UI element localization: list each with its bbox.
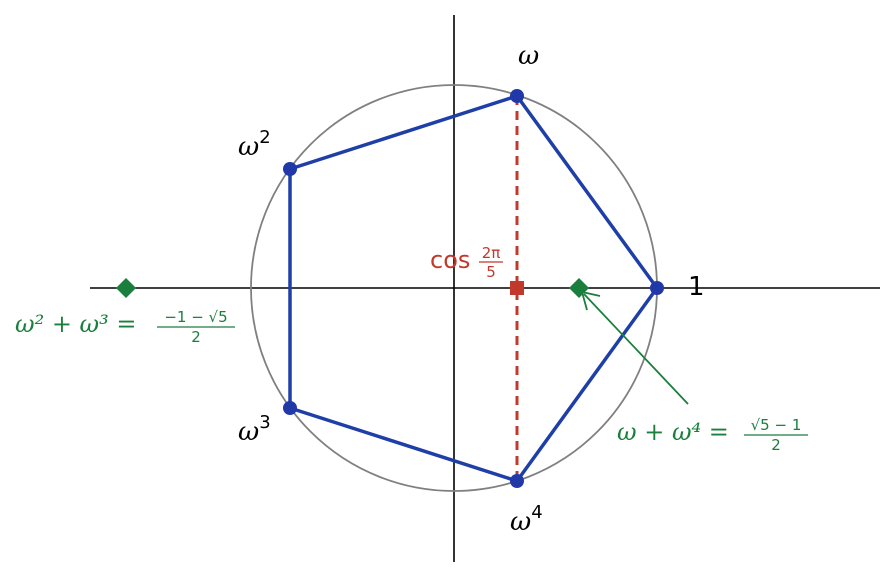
pos-sum-lhs: ω + ω⁴ = bbox=[617, 418, 729, 446]
annotation-arrow bbox=[583, 293, 689, 405]
label-one: 1 bbox=[688, 272, 705, 302]
cos-denominator: 5 bbox=[486, 263, 496, 281]
label-omega2: ω2 bbox=[238, 127, 271, 162]
vertex-one bbox=[650, 281, 664, 295]
neg-sum-diamond bbox=[116, 278, 136, 298]
label-omega: ω bbox=[518, 41, 539, 71]
neg-sum-denominator: 2 bbox=[191, 328, 201, 346]
vertex-omega2 bbox=[283, 162, 297, 176]
neg-sum-numerator: −1 − √5 bbox=[164, 308, 227, 326]
cos-word: cos bbox=[430, 246, 470, 274]
label-omega3: ω3 bbox=[238, 412, 271, 447]
vertex-omega3 bbox=[283, 401, 297, 415]
label-omega2-base: ω bbox=[238, 132, 259, 162]
pentagon bbox=[288, 94, 659, 483]
neg-sum-lhs: ω² + ω³ = bbox=[15, 310, 137, 338]
label-omega4: ω4 bbox=[510, 502, 543, 537]
pos-sum-denominator: 2 bbox=[771, 436, 781, 454]
cos-numerator: 2π bbox=[482, 244, 501, 262]
pos-sum-numerator: √5 − 1 bbox=[751, 416, 802, 434]
vertex-omega bbox=[510, 89, 524, 103]
label-omega3-base: ω bbox=[238, 417, 259, 447]
label-omega4-exp: 4 bbox=[531, 502, 542, 523]
cosine-point bbox=[510, 281, 524, 295]
label-omega2-exp: 2 bbox=[259, 127, 270, 148]
label-omega3-exp: 3 bbox=[259, 412, 270, 433]
label-omega4-base: ω bbox=[510, 507, 531, 537]
vertex-omega4 bbox=[510, 474, 524, 488]
pos-sum-diamond bbox=[569, 278, 589, 298]
